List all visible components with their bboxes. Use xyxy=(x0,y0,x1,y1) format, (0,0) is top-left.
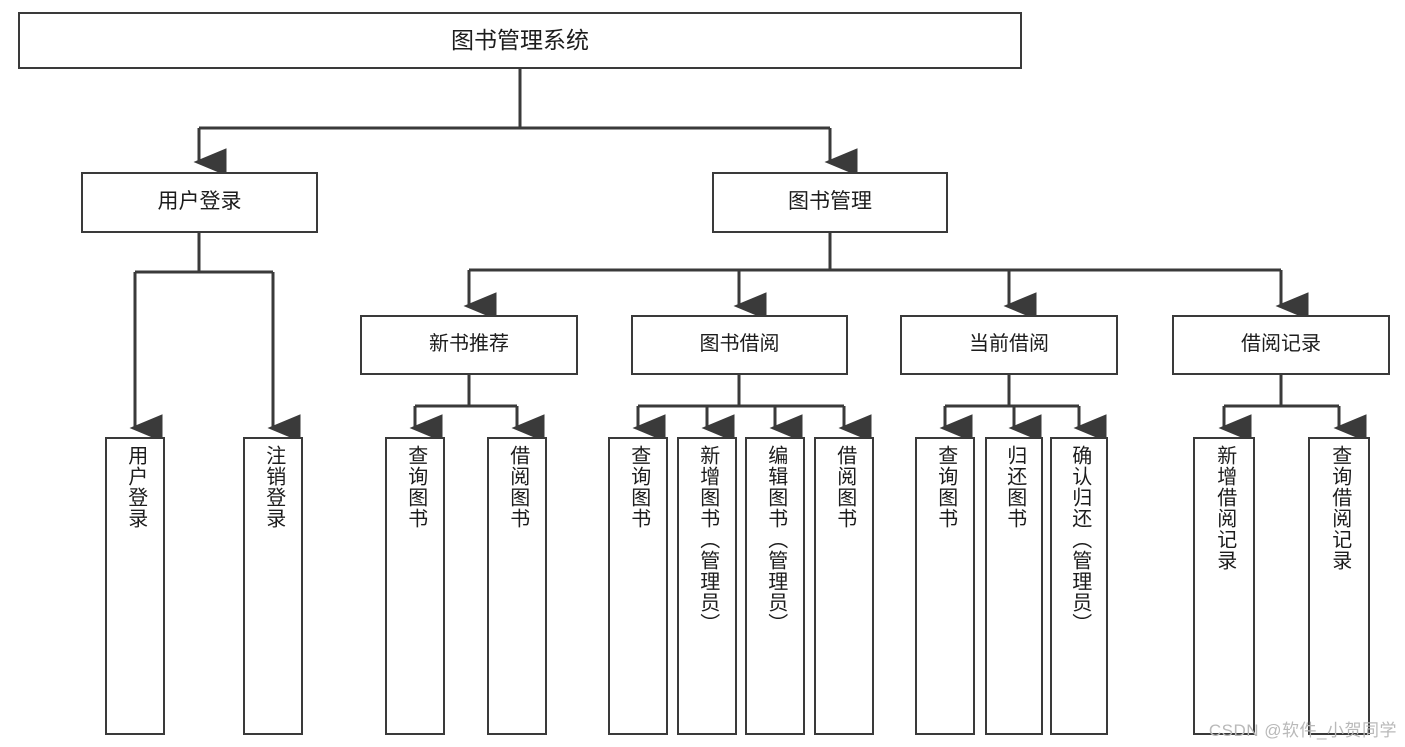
node-level1-0[interactable]: 用户登录 xyxy=(81,172,318,233)
node-level1-0-label: 用户登录 xyxy=(157,190,242,214)
node-level2-0-label: 新书推荐 xyxy=(429,333,509,356)
node-leaf-10[interactable]: 确认归还（管理员） xyxy=(1050,437,1108,735)
node-leaf-2-label: 查询图书 xyxy=(404,445,427,529)
node-leaf-1[interactable]: 注销登录 xyxy=(243,437,303,735)
node-leaf-5-label: 新增图书（管理员） xyxy=(696,445,719,634)
node-leaf-11-label: 新增借阅记录 xyxy=(1213,445,1236,571)
node-level2-3-label: 借阅记录 xyxy=(1241,333,1321,356)
node-level2-3[interactable]: 借阅记录 xyxy=(1172,315,1390,375)
node-leaf-6-label: 编辑图书（管理员） xyxy=(764,445,787,634)
csdn-watermark: CSDN @软件_小贺同学 xyxy=(1208,721,1397,740)
node-level2-1[interactable]: 图书借阅 xyxy=(631,315,848,375)
node-root-label: 图书管理系统 xyxy=(451,26,589,53)
node-root[interactable]: 图书管理系统 xyxy=(18,12,1022,69)
node-leaf-6[interactable]: 编辑图书（管理员） xyxy=(745,437,805,735)
node-level1-1[interactable]: 图书管理 xyxy=(712,172,948,233)
node-leaf-4-label: 查询图书 xyxy=(627,445,650,529)
node-level2-1-label: 图书借阅 xyxy=(699,333,780,356)
node-leaf-5[interactable]: 新增图书（管理员） xyxy=(677,437,737,735)
node-leaf-12-label: 查询借阅记录 xyxy=(1328,445,1351,571)
node-level2-2-label: 当前借阅 xyxy=(969,333,1049,356)
node-leaf-0[interactable]: 用户登录 xyxy=(105,437,165,735)
node-leaf-3-label: 借阅图书 xyxy=(506,445,529,529)
node-leaf-0-label: 用户登录 xyxy=(124,445,147,529)
node-leaf-2[interactable]: 查询图书 xyxy=(385,437,445,735)
node-leaf-3[interactable]: 借阅图书 xyxy=(487,437,547,735)
node-leaf-11[interactable]: 新增借阅记录 xyxy=(1193,437,1255,735)
node-leaf-10-label: 确认归还（管理员） xyxy=(1068,445,1091,634)
node-leaf-7-label: 借阅图书 xyxy=(833,445,856,529)
node-leaf-1-label: 注销登录 xyxy=(262,445,285,529)
node-leaf-8[interactable]: 查询图书 xyxy=(915,437,975,735)
node-leaf-9-label: 归还图书 xyxy=(1003,445,1026,529)
node-leaf-4[interactable]: 查询图书 xyxy=(608,437,668,735)
node-leaf-12[interactable]: 查询借阅记录 xyxy=(1308,437,1370,735)
node-level2-0[interactable]: 新书推荐 xyxy=(360,315,578,375)
node-leaf-9[interactable]: 归还图书 xyxy=(985,437,1043,735)
node-leaf-7[interactable]: 借阅图书 xyxy=(814,437,874,735)
node-leaf-8-label: 查询图书 xyxy=(934,445,957,529)
node-level2-2[interactable]: 当前借阅 xyxy=(900,315,1118,375)
node-level1-1-label: 图书管理 xyxy=(788,190,872,214)
